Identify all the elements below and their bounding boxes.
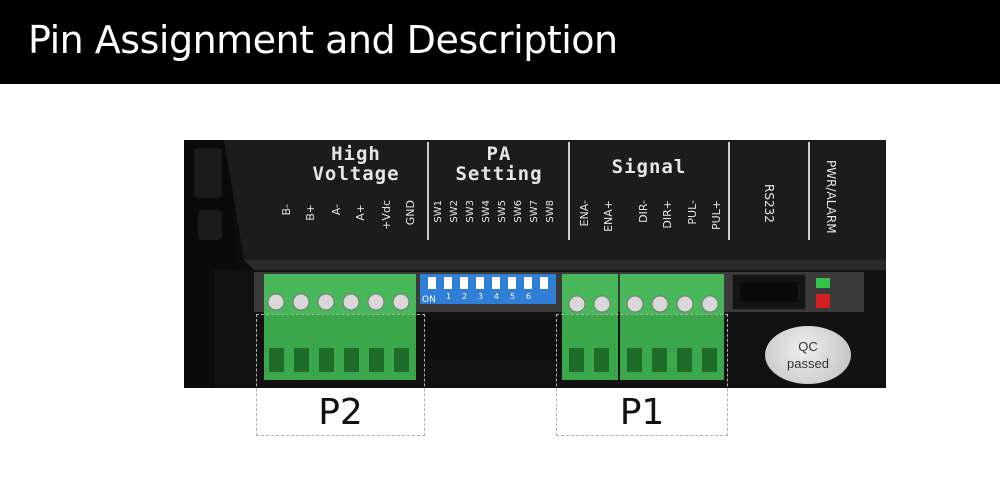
pin-label: B- xyxy=(280,204,293,216)
rs232-label: RS232 xyxy=(762,184,776,223)
pin-label: +Vdc xyxy=(380,200,393,230)
dip-on-label: ON xyxy=(422,295,436,305)
pin-label: ENA- xyxy=(578,200,591,227)
page-title: Pin Assignment and Description xyxy=(28,18,618,62)
switch-label: SW7 xyxy=(529,200,540,223)
title-bar: Pin Assignment and Description xyxy=(0,0,1000,84)
dip-number: 4 xyxy=(494,292,500,301)
high-voltage-heading: High Voltage xyxy=(312,143,400,185)
switch-label: SW8 xyxy=(545,200,556,223)
dip-number: 3 xyxy=(478,292,484,301)
pin-label: PUL- xyxy=(686,200,699,225)
pin-label: DIR- xyxy=(637,200,650,223)
pin-label: PUL+ xyxy=(710,200,723,231)
switch-label: SW3 xyxy=(465,200,476,223)
p1-label: P1 xyxy=(619,392,665,433)
pin-label: A+ xyxy=(354,204,367,221)
signal-heading: Signal xyxy=(611,156,687,178)
switch-label: SW4 xyxy=(481,200,492,223)
qc-passed-sticker: QC passed xyxy=(765,326,851,384)
dip-number: 5 xyxy=(510,292,516,301)
switch-label: SW5 xyxy=(497,200,508,223)
p2-label: P2 xyxy=(318,392,363,433)
pin-label: DIR+ xyxy=(661,200,674,229)
pin-label: B+ xyxy=(304,204,317,221)
pa-setting-heading: PA Setting xyxy=(455,143,543,185)
pin-label: ENA+ xyxy=(602,200,615,232)
dip-number: 2 xyxy=(462,292,468,301)
qc-line2: passed xyxy=(787,356,829,371)
driver-photo: High Voltage PA Setting Signal RS232 PWR… xyxy=(184,140,886,388)
qc-line1: QC xyxy=(798,339,818,354)
switch-label: SW1 xyxy=(433,200,444,223)
pin-label: GND xyxy=(404,200,417,226)
switch-label: SW6 xyxy=(513,200,524,223)
dip-number: 1 xyxy=(446,292,452,301)
p2-callout-box xyxy=(256,314,425,436)
pin-label: A- xyxy=(330,204,343,216)
dip-number: 6 xyxy=(526,292,532,301)
p1-callout-box xyxy=(556,314,728,436)
switch-label: SW2 xyxy=(449,200,460,223)
pwr-alarm-label: PWR/ALARM xyxy=(824,160,838,234)
driver-illustration xyxy=(184,140,886,388)
